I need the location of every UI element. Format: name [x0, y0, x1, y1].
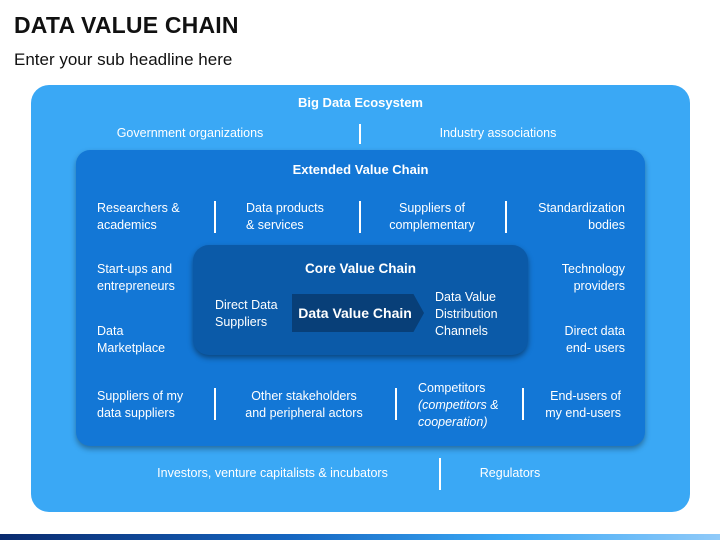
divider-line [359, 201, 361, 233]
divider-line [214, 201, 216, 233]
page-subtitle: Enter your sub headline here [14, 50, 233, 69]
divider-line [505, 201, 507, 233]
ecosystem-industry: Industry associations [439, 126, 557, 140]
core-center-label: Data Value Chain [298, 305, 412, 321]
divider-line [214, 388, 216, 420]
extended-competitors: Competitors (competitors & cooperation) [418, 381, 499, 429]
ecosystem-title: Big Data Ecosystem [298, 95, 423, 110]
ecosystem-regulators: Regulators [479, 466, 541, 480]
divider-line [359, 124, 361, 144]
divider-line [522, 388, 524, 420]
ecosystem-government: Government organizations [116, 126, 264, 140]
extended-data-products: Data products& services [246, 201, 324, 232]
divider-line [439, 458, 441, 490]
footer-accent-bar [0, 534, 720, 540]
page-title: DATA VALUE CHAIN [14, 12, 239, 38]
divider-line [395, 388, 397, 420]
data-value-chain-arrow [292, 294, 424, 332]
extended-researchers: Researchers &academics [97, 201, 180, 232]
ecosystem-investors: Investors, venture capitalists & incubat… [157, 466, 388, 480]
core-title: Core Value Chain [304, 261, 417, 276]
extended-title: Extended Value Chain [292, 162, 429, 177]
